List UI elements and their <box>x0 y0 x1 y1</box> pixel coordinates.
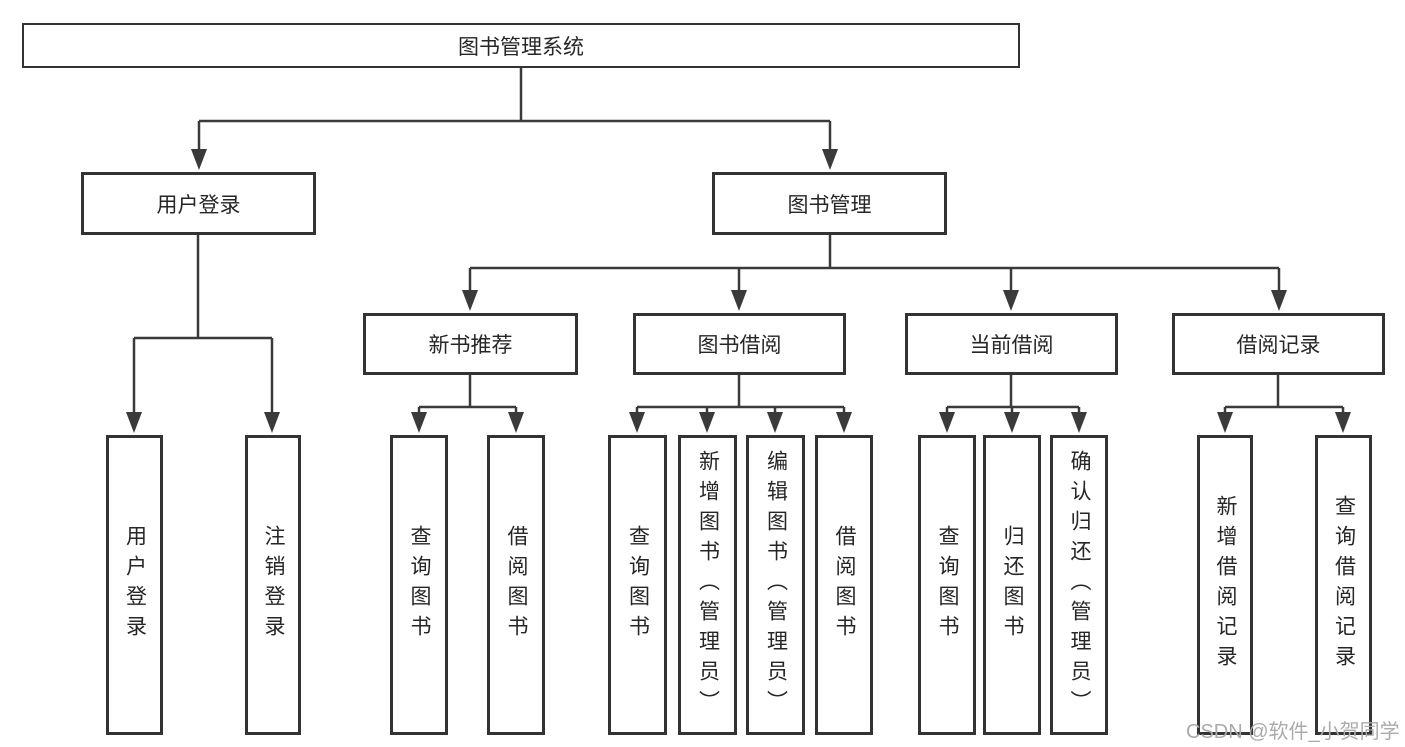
node-borrow-records-label: 借阅记录 <box>1236 334 1321 357</box>
node-current-borrowing-label: 当前借阅 <box>969 334 1054 357</box>
node-leaf-return-books: 归还图书 <box>983 435 1041 735</box>
node-leaf-query-borrow-record: 查询借阅记录 <box>1315 435 1372 735</box>
node-book-borrowing: 图书借阅 <box>633 313 846 375</box>
node-borrow-records: 借阅记录 <box>1172 313 1385 375</box>
node-new-book-recommend: 新书推荐 <box>363 313 578 375</box>
csdn-watermark: CSDN @软件_小贺同学 <box>1186 721 1400 743</box>
node-leaf-add-borrow-record: 新增借阅记录 <box>1197 435 1253 735</box>
node-leaf-add-books-admin: 新增图书（管理员） <box>678 435 737 735</box>
node-leaf-logout: 注销登录 <box>245 435 301 735</box>
node-leaf-query-books-borrow: 查询图书 <box>608 435 667 735</box>
node-book-borrowing-label: 图书借阅 <box>697 334 782 357</box>
node-current-borrowing: 当前借阅 <box>905 313 1118 375</box>
node-leaf-query-books-current: 查询图书 <box>918 435 976 735</box>
node-leaf-borrow-books-recommend: 借阅图书 <box>487 435 545 735</box>
node-user-login-module-label: 用户登录 <box>156 193 241 217</box>
node-user-login-module: 用户登录 <box>81 172 316 235</box>
node-library-system-label: 图书管理系统 <box>458 35 584 59</box>
node-book-management: 图书管理 <box>712 172 947 235</box>
node-book-management-label: 图书管理 <box>787 193 872 217</box>
node-leaf-edit-books-admin: 编辑图书（管理员） <box>746 435 805 735</box>
node-leaf-confirm-return-admin: 确认归还（管理员） <box>1050 435 1108 735</box>
node-library-system: 图书管理系统 <box>22 23 1020 68</box>
node-leaf-borrow-books: 借阅图书 <box>815 435 873 735</box>
node-leaf-query-books-recommend: 查询图书 <box>390 435 448 735</box>
node-new-book-recommend-label: 新书推荐 <box>428 334 513 357</box>
node-leaf-user-login: 用户登录 <box>106 435 163 735</box>
